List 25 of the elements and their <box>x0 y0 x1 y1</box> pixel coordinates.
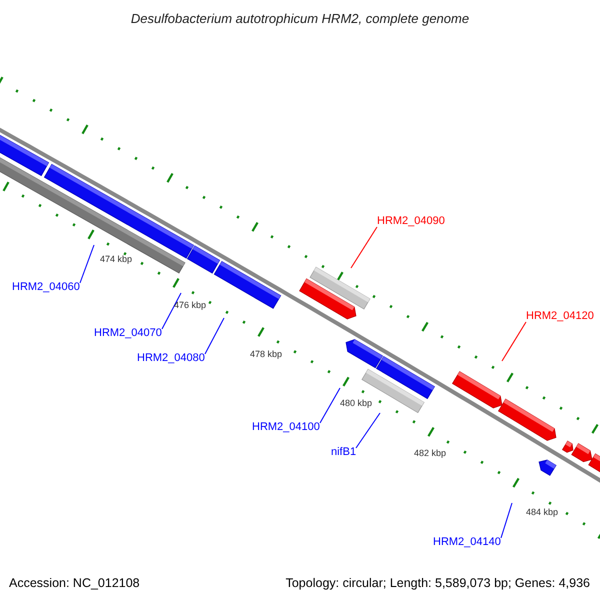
gene-label: HRM2_04100 <box>252 421 320 434</box>
gene-label: HRM2_04080 <box>137 352 205 365</box>
gene-label: HRM2_04140 <box>433 536 501 549</box>
accession-text: Accession: NC_012108 <box>9 575 140 592</box>
leader-line <box>502 322 526 362</box>
position-label: 480 kbp <box>340 397 372 410</box>
leader-line <box>204 318 224 354</box>
gene-label: HRM2_04090 <box>377 215 445 228</box>
leader-line <box>320 388 340 424</box>
diagram-title: Desulfobacterium autotrophicum HRM2, complete genome <box>130 10 470 28</box>
position-label: 478 kbp <box>250 348 282 361</box>
gene-label: HRM2_04070 <box>94 327 162 340</box>
gene-label: HRM2_04060 <box>12 281 80 294</box>
gene-label: HRM2_04120 <box>526 310 594 323</box>
position-label: 476 kbp <box>174 299 206 312</box>
position-label: 482 kbp <box>414 447 446 460</box>
position-label: 484 kbp <box>526 506 558 519</box>
position-label: 474 kbp <box>100 253 132 266</box>
leader-line <box>80 244 94 284</box>
leader-line <box>162 292 182 330</box>
leader-line <box>500 502 512 538</box>
leader-line <box>350 226 378 268</box>
leader-line <box>356 412 380 448</box>
genome-stats-text: Topology: circular; Length: 5,589,073 bp; Genes: 4,936 <box>286 575 590 592</box>
gene-label: nifB1 <box>331 446 356 459</box>
